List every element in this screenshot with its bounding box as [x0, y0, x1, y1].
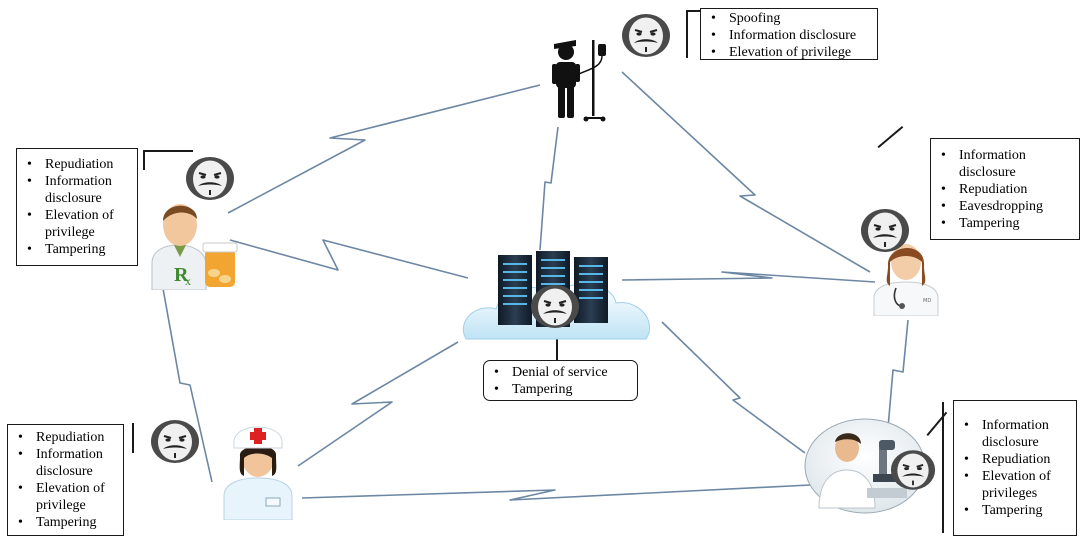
svg-text:MD: MD	[923, 298, 931, 304]
threat-item: Tampering	[8, 514, 117, 531]
threat-item: Eavesdropping	[931, 198, 1073, 215]
leader-pharmacist-h	[143, 150, 193, 152]
link-nurse-lab	[301, 484, 811, 501]
pharmacist-icon: R x	[151, 204, 238, 290]
threat-item: Elevation of privilege	[701, 44, 871, 61]
link-pharmacist-server	[229, 239, 469, 279]
anonymous-mask-icon	[151, 420, 199, 463]
threat-item: Denial of service	[484, 364, 631, 381]
threat-box-doctor: Information disclosure Repudiation Eaves…	[930, 138, 1080, 240]
link-patient-doctor	[621, 71, 871, 273]
threat-box-patient: Spoofing Information disclosure Elevatio…	[700, 8, 878, 61]
leader-server	[556, 324, 558, 360]
leader-nurse	[132, 423, 134, 453]
threat-box-nurse: Repudiation Information disclosure Eleva…	[7, 424, 124, 536]
threat-item: Tampering	[17, 241, 131, 258]
anonymous-mask-icon	[890, 450, 936, 490]
link-pharmacist-nurse	[161, 282, 213, 483]
threat-item: Repudiation	[8, 429, 117, 446]
threat-box-lab: Information disclosure Repudiation Eleva…	[953, 400, 1077, 536]
threat-item: Information disclosure	[931, 147, 1073, 181]
link-doctor-lab	[887, 319, 909, 429]
threat-item: Information disclosure	[954, 417, 1070, 451]
link-patient-server	[539, 126, 559, 251]
threat-item: Repudiation	[931, 181, 1073, 198]
link-server-nurse	[297, 341, 459, 467]
leader-pharmacist	[143, 150, 145, 170]
svg-text:x: x	[185, 274, 191, 288]
threat-box-pharmacist: Repudiation Information disclosure Eleva…	[16, 148, 138, 266]
threat-item: Tampering	[931, 215, 1073, 232]
lab-microscope-icon	[804, 418, 926, 514]
link-pharmacist-patient	[227, 84, 541, 214]
leader-patient-h	[686, 10, 700, 12]
nurse-icon	[223, 426, 293, 520]
threat-item: Elevation of privileges	[954, 468, 1070, 502]
link-server-doctor	[621, 271, 876, 283]
threat-item: Information disclosure	[17, 173, 131, 207]
leader-patient	[686, 10, 688, 58]
svg-text:R: R	[174, 264, 189, 286]
threat-item: Tampering	[484, 381, 631, 398]
anonymous-mask-icon	[861, 209, 909, 252]
threat-item: Elevation of privilege	[17, 207, 131, 241]
anonymous-mask-icon	[622, 14, 670, 57]
threat-item: Repudiation	[17, 156, 131, 173]
anonymous-mask-icon	[531, 285, 579, 328]
threat-item: Information disclosure	[701, 27, 871, 44]
doctor-icon: MD	[873, 244, 939, 316]
link-server-lab	[661, 321, 806, 454]
threat-item: Repudiation	[954, 451, 1070, 468]
leader-lab	[942, 402, 944, 533]
threat-item: Elevation of privilege	[8, 480, 117, 514]
patient-iv-icon	[552, 40, 606, 122]
threat-box-cloud-server: Denial of service Tampering	[483, 360, 638, 401]
threat-item: Information disclosure	[8, 446, 117, 480]
anonymous-mask-icon	[186, 157, 234, 200]
threat-item: Spoofing	[701, 10, 871, 27]
threat-item: Tampering	[954, 502, 1070, 519]
